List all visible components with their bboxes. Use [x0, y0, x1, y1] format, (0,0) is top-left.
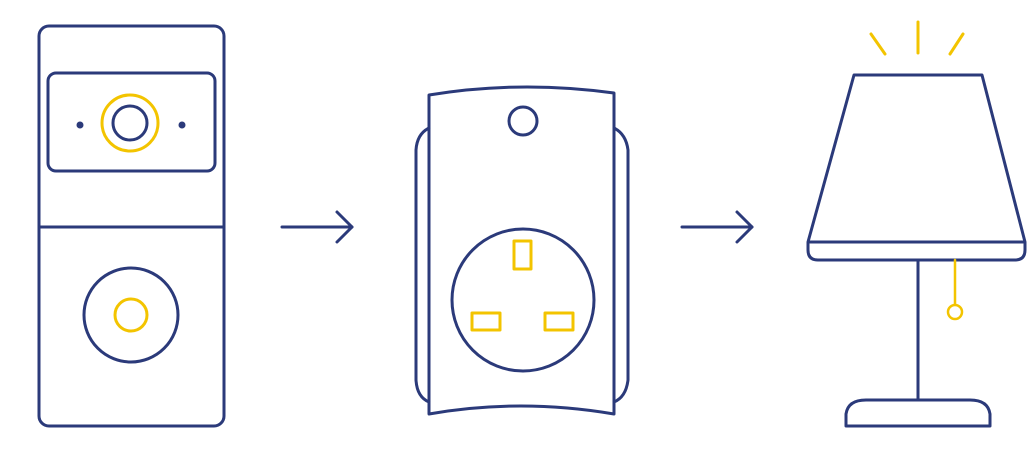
arrow-right-icon — [680, 210, 754, 244]
video-doorbell-icon — [37, 24, 226, 428]
smart-plug-icon — [414, 85, 630, 416]
arrow-right-icon — [280, 210, 354, 244]
table-lamp-icon — [806, 20, 1027, 428]
